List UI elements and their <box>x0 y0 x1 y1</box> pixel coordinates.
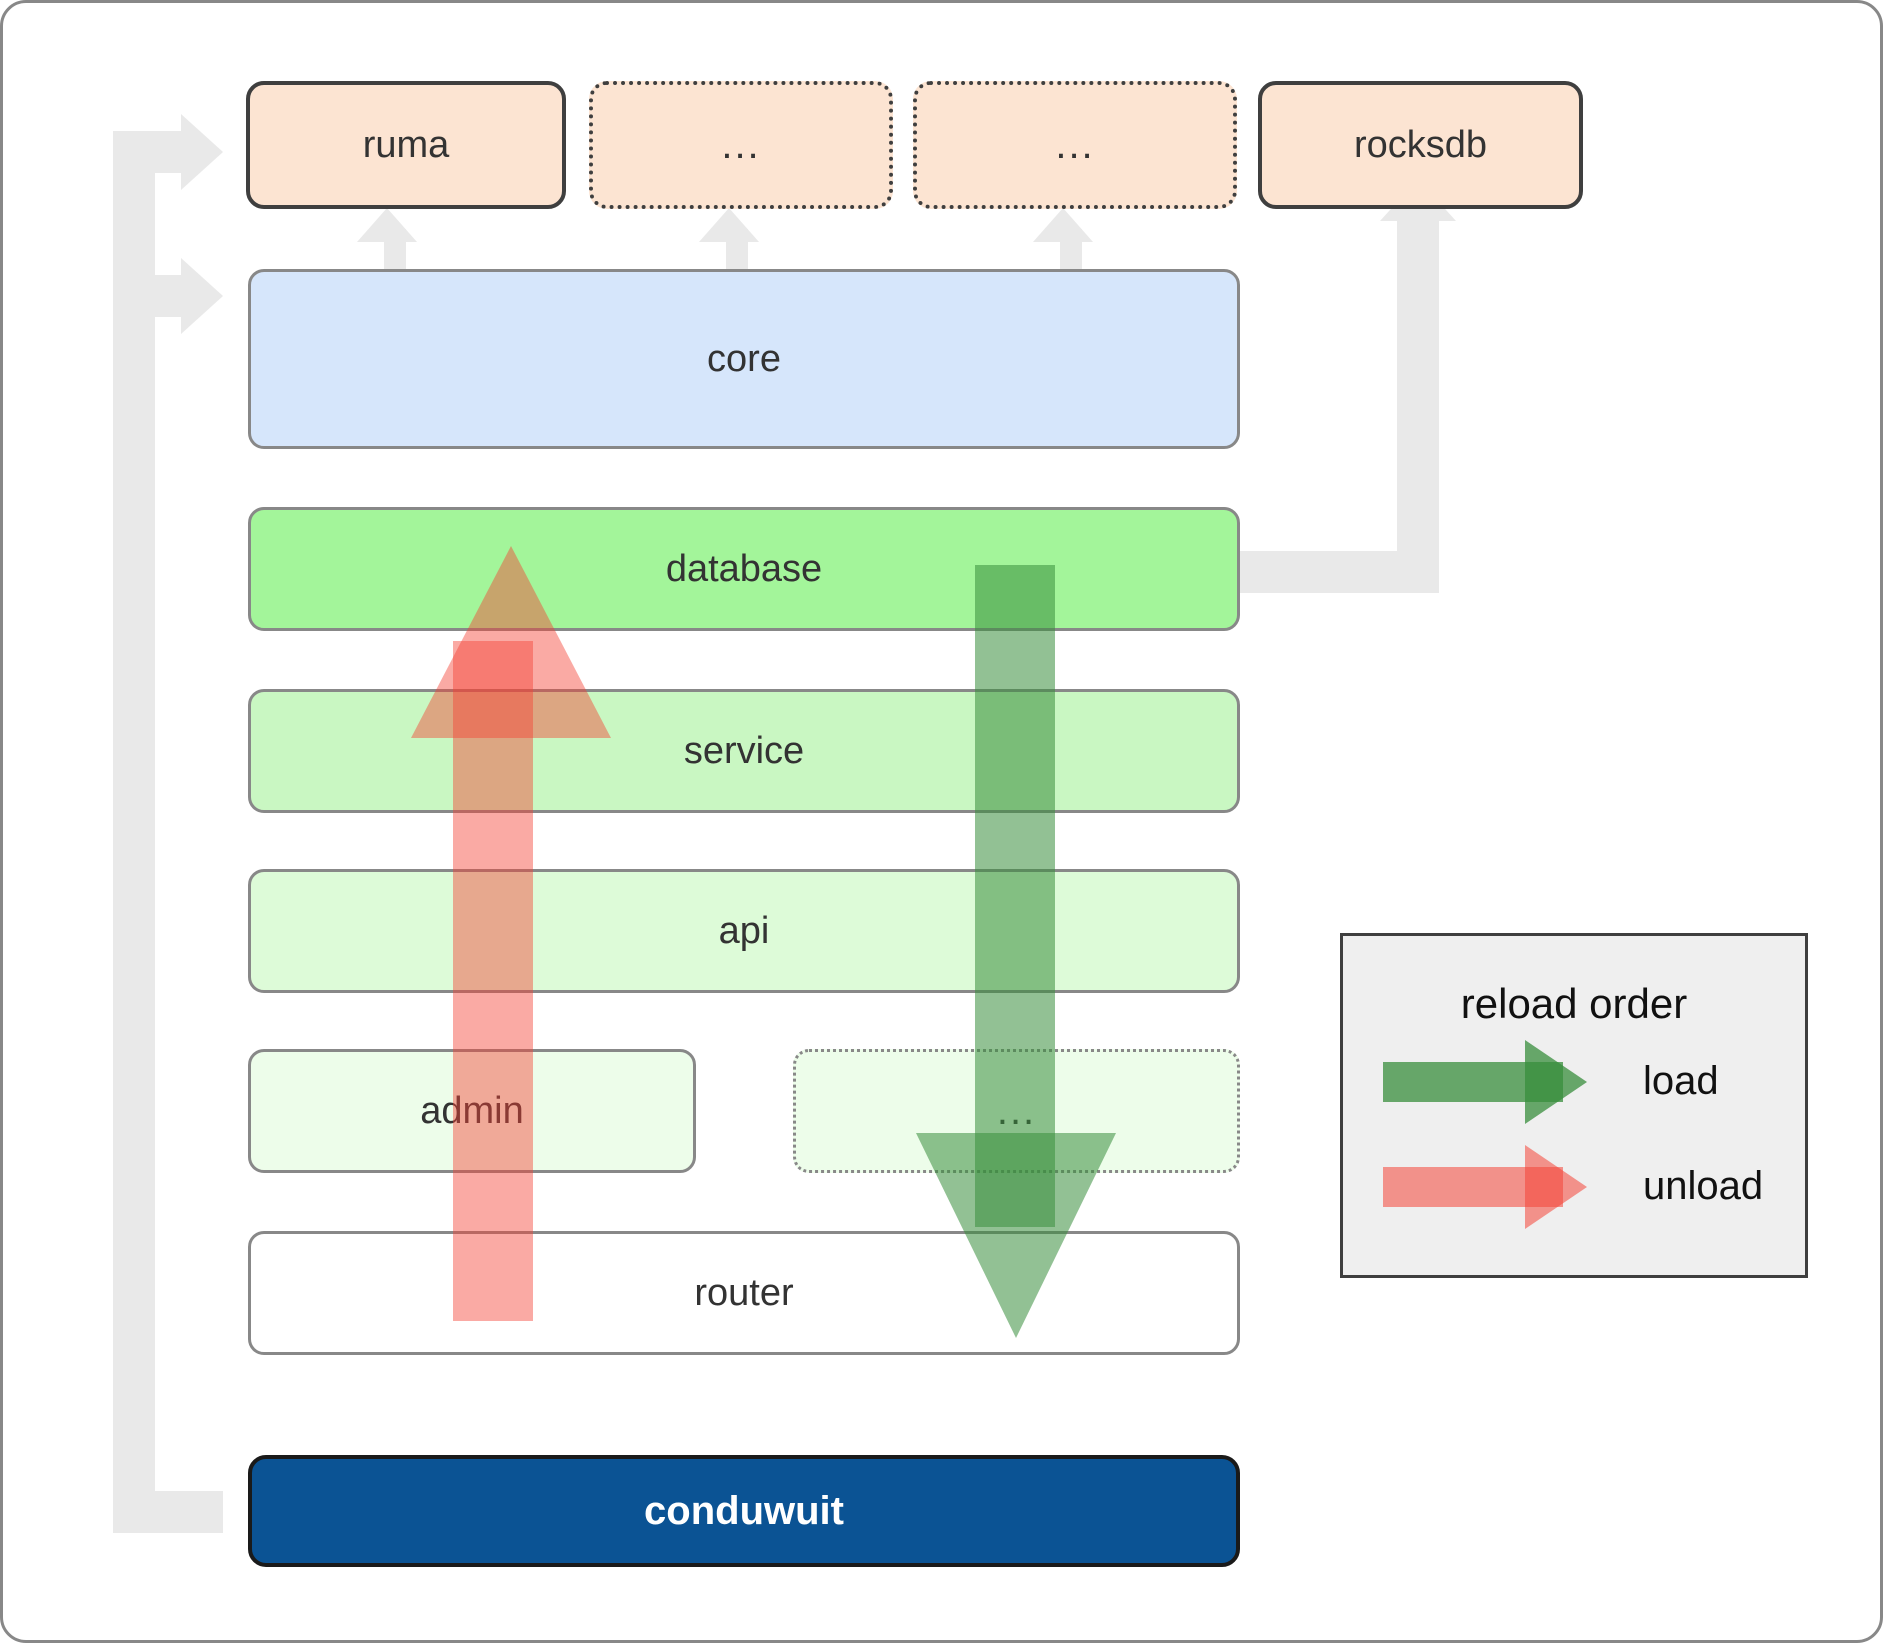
node-database[interactable]: database <box>248 507 1240 631</box>
legend-unload-head <box>1525 1145 1587 1229</box>
connector-database-to-rocksdb-vertical <box>1397 221 1439 593</box>
node-core[interactable]: core <box>248 269 1240 449</box>
flow-load-head <box>916 1133 1116 1338</box>
flow-unload-head <box>411 546 611 738</box>
node-dependency-ellipsis-1-label: ... <box>721 122 761 167</box>
node-admin-label: admin <box>420 1089 524 1132</box>
node-ruma-label: ruma <box>362 123 450 166</box>
legend-load-head <box>1525 1040 1587 1124</box>
node-service[interactable]: service <box>248 689 1240 813</box>
connector-arrowhead-core-ruma <box>357 208 417 242</box>
legend-panel: reload order load unload <box>1340 933 1808 1278</box>
node-database-label: database <box>665 547 823 590</box>
connector-arrowhead-ruma <box>181 114 223 190</box>
node-rocksdb[interactable]: rocksdb <box>1258 81 1583 209</box>
connector-branch-to-ruma <box>113 131 183 173</box>
node-conduwuit-label: conduwuit <box>644 1488 844 1533</box>
node-service-label: service <box>683 729 805 772</box>
node-ruma[interactable]: ruma <box>246 81 566 209</box>
node-admin[interactable]: admin <box>248 1049 696 1173</box>
connector-arrowhead-core <box>181 258 223 334</box>
connector-arrowhead-core-dep2 <box>699 208 759 242</box>
node-rocksdb-label: rocksdb <box>1353 123 1488 166</box>
connector-branch-to-core <box>113 275 183 317</box>
node-dependency-ellipsis-1[interactable]: ... <box>589 81 893 209</box>
connector-arrowhead-core-dep3 <box>1033 208 1093 242</box>
connector-trunk-vertical <box>113 131 155 1533</box>
legend-load-label: load <box>1643 1059 1719 1103</box>
node-dependency-ellipsis-2[interactable]: ... <box>913 81 1237 209</box>
node-dependency-ellipsis-2-label: ... <box>1055 122 1095 167</box>
flow-load-shaft <box>975 565 1055 1227</box>
node-api-label: api <box>718 909 770 952</box>
node-router-label: router <box>694 1271 794 1314</box>
legend-title: reload order <box>1460 980 1688 1027</box>
legend-unload-label: unload <box>1643 1164 1764 1208</box>
flow-unload-shaft <box>453 641 533 1321</box>
connector-branch-from-conduwuit <box>113 1491 223 1533</box>
node-api[interactable]: api <box>248 869 1240 993</box>
node-conduwuit[interactable]: conduwuit <box>248 1455 1240 1567</box>
node-core-label: core <box>707 337 781 380</box>
